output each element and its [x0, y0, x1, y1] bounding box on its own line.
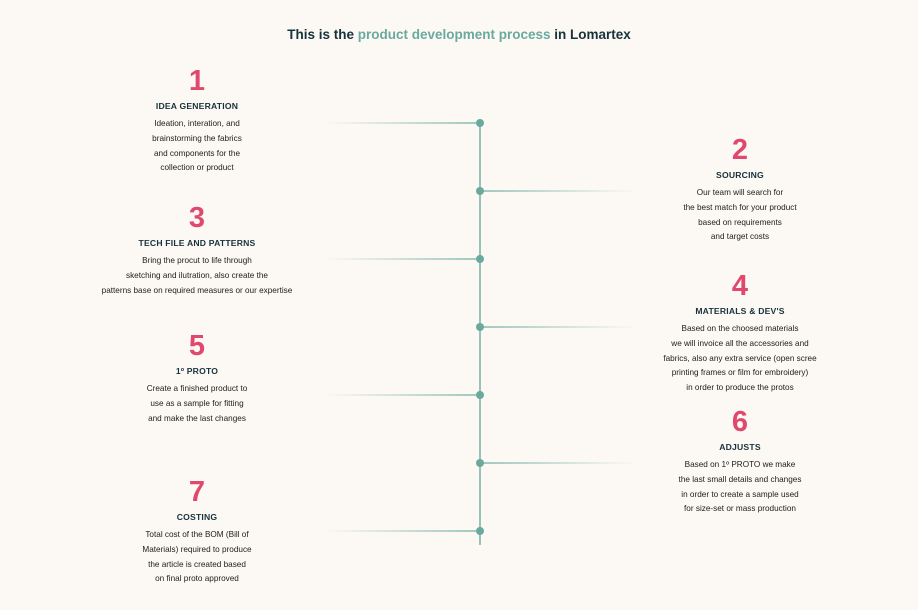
step-description: Bring the procut to life through sketchin…: [47, 254, 347, 298]
step-description-line: in order to create a sample used: [681, 489, 799, 499]
step-heading: TECH FILE AND PATTERNS: [138, 238, 256, 248]
step-description-line: Create a finished product to: [146, 384, 248, 393]
page-title: This is the product development process …: [0, 27, 918, 42]
title-prefix: This is the: [287, 27, 358, 42]
step-description-line: we will invoice all the accessories and: [671, 338, 809, 348]
step-description-line: on final proto approved: [155, 574, 239, 584]
step-heading: ADJUSTS: [719, 442, 761, 452]
timeline-node-2: [476, 187, 484, 195]
timeline-node-4: [476, 323, 484, 331]
step-description: Ideation, interation, and brainstorming t…: [47, 117, 347, 176]
step-5: 5 1º PROTO Create a finished product to use…: [47, 331, 347, 426]
step-description-line: and target costs: [710, 232, 770, 242]
step-description-line: for size-set or mass production: [684, 504, 796, 514]
step-description-line: in order to produce the protos: [686, 383, 794, 393]
step-description-line: based on requirements: [698, 217, 782, 227]
step-description-line: fabrics, also any extra service (open sc…: [663, 353, 817, 363]
step-number: 2: [731, 134, 749, 166]
step-description: Based on the choosed materials we will in…: [590, 322, 890, 396]
step-description-line: the best match for your product: [683, 202, 797, 212]
step-description-line: patterns base on required measures or ou…: [101, 285, 293, 295]
step-description: Create a finished product to use as a sam…: [47, 382, 347, 426]
step-description-line: Based on the choosed materials: [681, 324, 799, 333]
step-heading: 1º PROTO: [175, 366, 219, 376]
step-description-line: Materials) required to produce: [142, 544, 252, 554]
step-description-line: Ideation, interation, and: [154, 119, 240, 128]
step-description-line: and components for the: [153, 148, 241, 158]
step-number: 4: [731, 270, 749, 302]
step-heading: IDEA GENERATION: [155, 101, 239, 111]
timeline-node-7: [476, 527, 484, 535]
step-description: Total cost of the BOM (Bill of Materials)…: [47, 528, 347, 587]
timeline-node-1: [476, 119, 484, 127]
timeline-node-5: [476, 391, 484, 399]
step-description-line: brainstorming the fabrics: [152, 133, 242, 143]
title-highlight: product development process: [357, 27, 551, 42]
step-description-line: printing frames or film for embroidery): [671, 368, 809, 378]
timeline-node-6: [476, 459, 484, 467]
step-number: 5: [188, 330, 206, 362]
step-number: 3: [188, 202, 206, 234]
step-heading: COSTING: [176, 512, 218, 522]
step-description-line: Based on 1º PROTO we make: [684, 460, 796, 469]
step-description-line: the last small details and changes: [678, 474, 802, 484]
step-description-line: Bring the procut to life through: [142, 256, 252, 265]
title-suffix: in Lomartex: [550, 27, 631, 42]
step-description: Our team will search for the best match f…: [590, 186, 890, 245]
step-number: 1: [188, 65, 206, 97]
step-number: 7: [188, 476, 206, 508]
step-description-line: the article is created based: [148, 559, 246, 569]
step-description-line: and make the last changes: [148, 413, 246, 423]
step-description: Based on 1º PROTO we make the last small …: [590, 458, 890, 517]
step-heading: SOURCING: [716, 170, 764, 180]
step-heading: MATERIALS & DEV'S: [695, 306, 785, 316]
step-description-line: collection or product: [160, 163, 234, 173]
step-description-line: Our team will search for: [696, 188, 784, 197]
step-description-line: Total cost of the BOM (Bill of: [145, 530, 249, 539]
step-number: 6: [731, 406, 749, 438]
step-description-line: use as a sample for fitting: [150, 398, 244, 408]
step-description-line: sketching and ilutration, also create th…: [125, 270, 268, 280]
timeline-node-3: [476, 255, 484, 263]
